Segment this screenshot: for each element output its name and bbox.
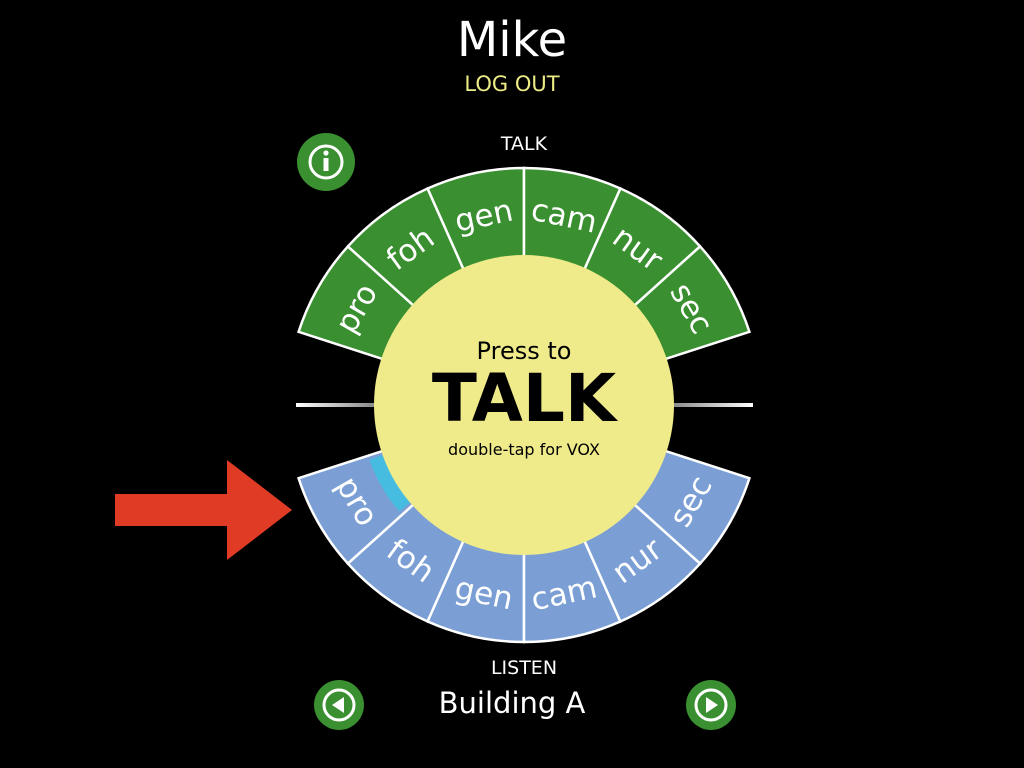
divider-right [660,403,753,407]
listen-channel-nur[interactable]: nur [580,498,702,624]
talk-channel-nur[interactable]: nur [580,186,702,312]
listen-channel-sec[interactable]: sec [627,447,751,566]
active-listen-indicator [369,452,416,512]
info-icon [308,144,344,180]
listen-channel-foh[interactable]: foh [346,498,468,624]
arrow-right-icon [115,460,292,560]
logout-button[interactable]: LOG OUT [464,72,560,96]
talk-heading: TALK [500,133,548,155]
chevron-left-icon [322,688,356,722]
talk-channel-sec[interactable]: sec [627,244,751,363]
divider-left [296,403,386,407]
group-name: Building A [438,686,586,720]
talk-channel-gen[interactable]: gen [425,166,526,277]
talk-channel-cam[interactable]: cam [522,166,623,277]
talk-channel-pro[interactable]: pro [297,244,421,363]
chevron-right-icon [694,688,728,722]
next-group-button[interactable] [686,680,736,730]
listen-channel-gen[interactable]: gen [425,533,526,644]
listen-heading: LISTEN [490,657,558,679]
user-name: Mike [456,12,568,68]
info-button[interactable] [297,133,355,191]
talk-button[interactable] [374,255,674,555]
prev-group-button[interactable] [314,680,364,730]
